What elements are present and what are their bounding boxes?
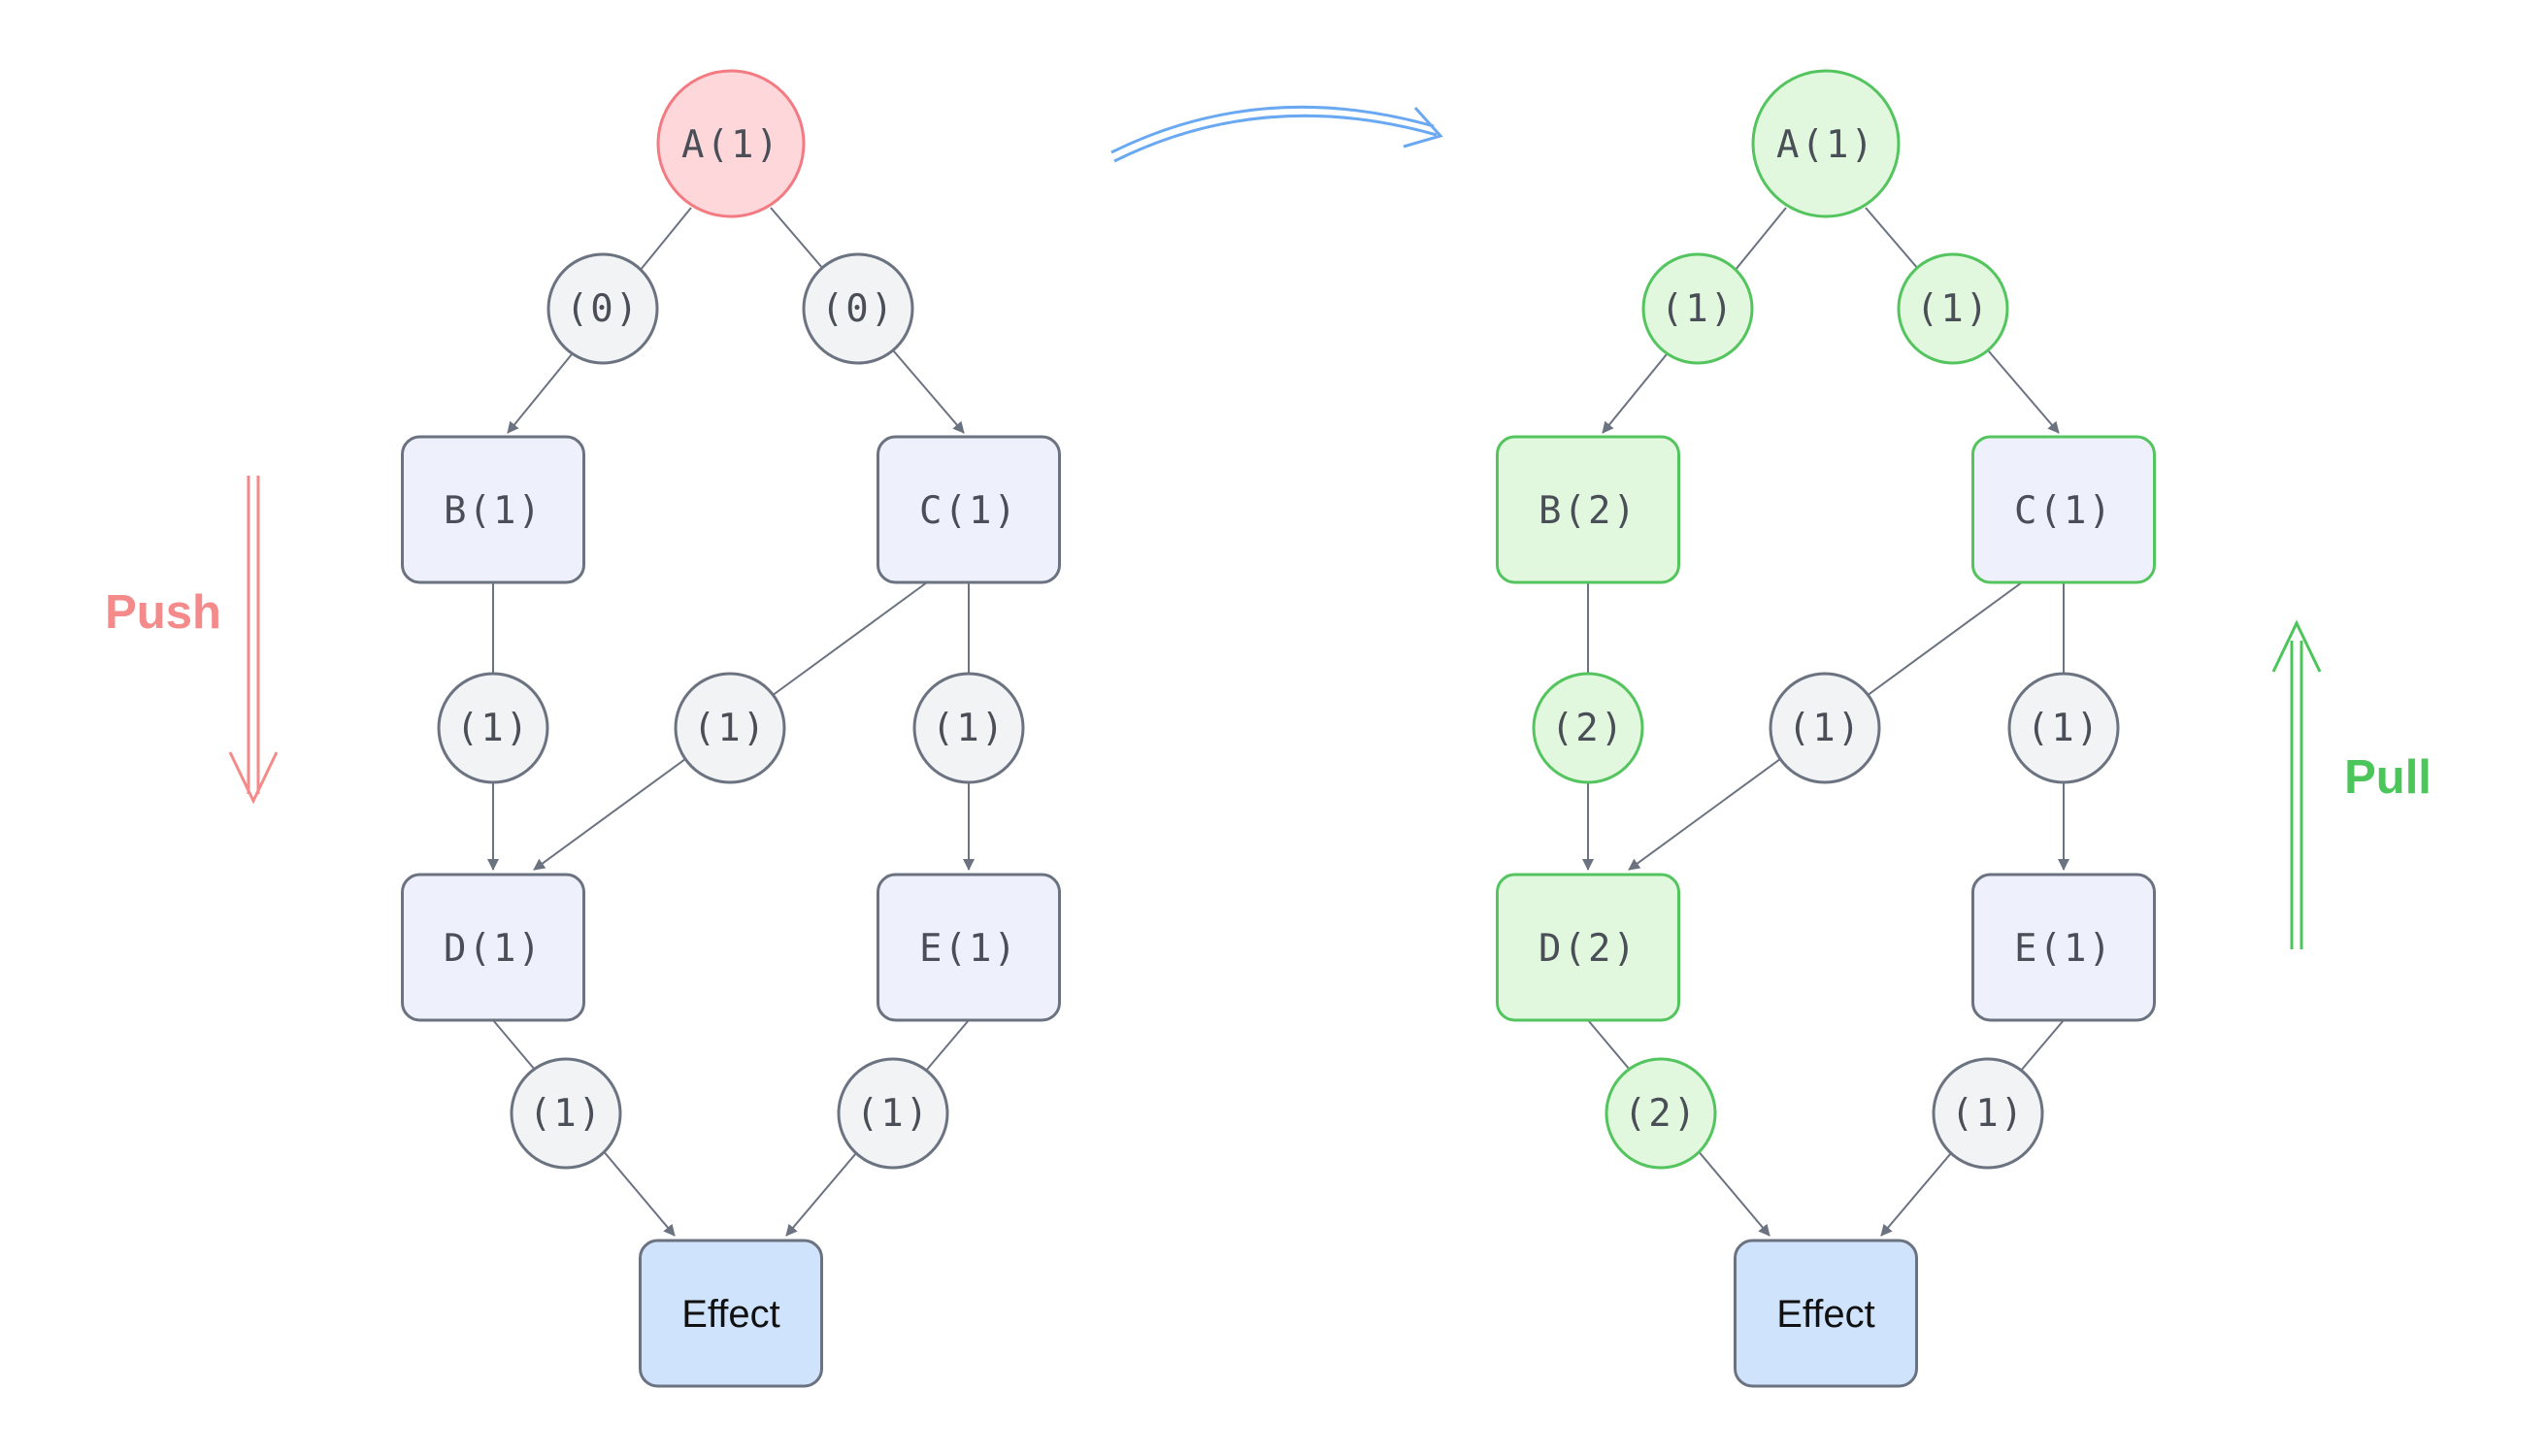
edge-label-circle [837,1057,949,1170]
node-shape [401,435,585,584]
node-label: D(2) [1539,927,1638,971]
node-shape [1751,69,1901,218]
node-shape [639,1239,823,1388]
edge-label-circle [1769,672,1881,784]
node-shape [1734,1239,1918,1388]
edge-label-circle [2007,672,2120,784]
node-label: Effect [1776,1293,1875,1336]
node-label: A(1) [1776,123,1875,167]
edge-label-text: (1) [1788,707,1862,750]
node-label: E(1) [919,927,1018,971]
edge-label-circle [546,252,659,365]
left-edge-label-b-d: (1) [437,672,549,784]
left-node-c: C(1) [877,435,1061,584]
edge-label-circle [802,252,914,365]
edge-label-text: (1) [1916,287,1990,331]
node-label: A(1) [681,123,780,167]
edge-label-circle [510,1057,622,1170]
left-edge-label-c-e: (1) [912,672,1025,784]
pull-label: Pull [2344,751,2432,804]
push-arrow [228,476,279,805]
left-edge-label-e-effect: (1) [837,1057,949,1170]
right-node-effect: Effect [1734,1239,1918,1388]
right-node-c: C(1) [1971,435,2156,584]
node-label: Effect [681,1293,780,1336]
edge-label-text: (1) [456,707,530,750]
edge-label-text: (2) [1624,1092,1698,1136]
left-node-b: B(1) [401,435,585,584]
edge-label-text: (2) [1551,707,1625,750]
edge-label-circle [912,672,1025,784]
node-shape [1496,435,1680,584]
node-shape [1971,873,2156,1022]
edge-label-circle [437,672,549,784]
right-node-e: E(1) [1971,873,2156,1022]
edge-label-text: (0) [821,287,895,331]
right-node-b: B(2) [1496,435,1680,584]
right-edge-label-e-effect: (1) [1932,1057,2044,1170]
right-edge-label-c-e: (1) [2007,672,2120,784]
left-node-effect: Effect [639,1239,823,1388]
node-label: B(2) [1539,489,1638,533]
edge-label-text: (0) [566,287,640,331]
edge-label-circle [1932,1057,2044,1170]
left-edge-label-c-d: (1) [674,672,786,784]
left-node-d: D(1) [401,873,585,1022]
edge-label-text: (1) [2027,707,2101,750]
left-edge-label-a-c: (0) [802,252,914,365]
right-edge-label-b-d: (2) [1532,672,1644,784]
edge-label-text: (1) [693,707,767,750]
node-shape [877,873,1061,1022]
left-node-e: E(1) [877,873,1061,1022]
node-label: D(1) [444,927,543,971]
node-shape [401,873,585,1022]
push-label: Push [105,586,221,639]
node-shape [656,69,806,218]
edge-label-circle [1897,252,2009,365]
node-label: E(1) [2014,927,2113,971]
node-label: C(1) [919,489,1018,533]
left-node-a: A(1) [656,69,806,218]
node-shape [1496,873,1680,1022]
edge-label-text: (1) [1661,287,1735,331]
left-edge-label-a-b: (0) [546,252,659,365]
edge-label-text: (1) [932,707,1006,750]
edge-label-text: (1) [529,1092,603,1136]
edge-label-circle [1532,672,1644,784]
node-shape [877,435,1061,584]
right-edge-label-a-b: (1) [1641,252,1754,365]
edge-label-circle [1605,1057,1717,1170]
right-edge-label-d-effect: (2) [1605,1057,1717,1170]
right-edge-label-c-d: (1) [1769,672,1881,784]
pull-arrow [2271,619,2322,949]
node-shape [1971,435,2156,584]
node-label: C(1) [2014,489,2113,533]
edge-label-text: (1) [1951,1092,2025,1136]
right-node-a: A(1) [1751,69,1901,218]
node-label: B(1) [444,489,543,533]
right-edge-label-a-c: (1) [1897,252,2009,365]
edge-label-text: (1) [856,1092,930,1136]
right-node-d: D(2) [1496,873,1680,1022]
edge-label-circle [674,672,786,784]
edge-label-circle [1641,252,1754,365]
left-edge-label-d-effect: (1) [510,1057,622,1170]
transition-arrow [1110,105,1443,163]
